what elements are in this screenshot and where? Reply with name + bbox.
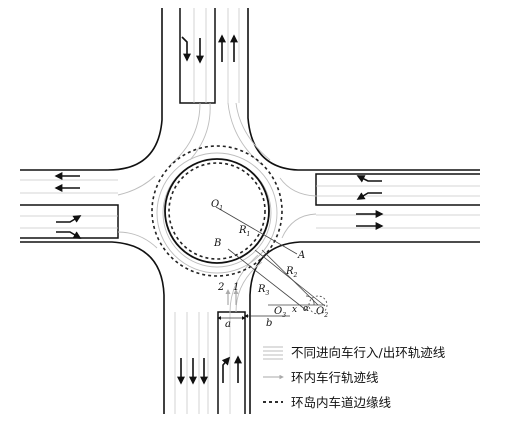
label-O1: O1 bbox=[211, 199, 223, 212]
central-island bbox=[164, 158, 270, 264]
legend: 不同进向车行入/出环轨迹线 环内车行轨迹线 环岛内车道边缘线 bbox=[263, 345, 446, 410]
label-B: B bbox=[213, 238, 221, 249]
island-south bbox=[217, 311, 246, 414]
legend-swatch-trajectories bbox=[263, 346, 283, 360]
arc-alpha bbox=[305, 295, 315, 306]
legend-label-3: 环岛内车道边缘线 bbox=[291, 395, 392, 410]
label-lane-1: 1 bbox=[233, 282, 239, 293]
construction-lines bbox=[215, 206, 328, 315]
label-R1: R1 bbox=[238, 225, 250, 238]
inner-lane-edges bbox=[151, 145, 283, 277]
line-radius-2 bbox=[261, 249, 319, 306]
label-alpha: α bbox=[303, 304, 309, 314]
legend-label-1: 不同进向车行入/出环轨迹线 bbox=[291, 345, 446, 360]
dimension-lines bbox=[217, 314, 290, 320]
arrow-west-4 bbox=[56, 231, 82, 239]
label-R3: R3 bbox=[257, 284, 270, 297]
island-north bbox=[179, 8, 216, 104]
arrow-east-2 bbox=[356, 192, 382, 200]
label-b: b bbox=[266, 318, 272, 329]
label-O2: O2 bbox=[316, 306, 328, 319]
road-edge-bottom-left bbox=[20, 241, 165, 414]
island-east bbox=[315, 173, 480, 206]
arrow-west-3 bbox=[56, 215, 82, 223]
road-edge-top-right bbox=[247, 8, 480, 171]
arrow-south-4 bbox=[221, 356, 231, 383]
label-x: x bbox=[292, 305, 297, 315]
lane-lines bbox=[20, 8, 480, 414]
inner-dashed-circle-2 bbox=[151, 145, 283, 277]
arrow-north-1 bbox=[181, 36, 191, 62]
inner-dashed-circle-1 bbox=[168, 162, 266, 260]
line-O1-A bbox=[215, 206, 298, 255]
road-edge-top-left bbox=[20, 8, 163, 171]
legend-label-2: 环内车行轨迹线 bbox=[291, 370, 379, 385]
point-O2-dashed bbox=[308, 295, 328, 315]
lane-number-arrows bbox=[225, 289, 239, 305]
arrow-east-1 bbox=[356, 175, 382, 183]
lane-arrows bbox=[54, 34, 384, 385]
label-O3: O3 bbox=[274, 306, 286, 319]
line-B-R3 bbox=[227, 248, 307, 311]
label-R2: R2 bbox=[285, 266, 298, 279]
label-lane-2: 2 bbox=[217, 282, 224, 293]
label-A: A bbox=[297, 250, 305, 261]
label-a: a bbox=[225, 319, 231, 330]
road-edge-bottom-right bbox=[249, 241, 480, 414]
